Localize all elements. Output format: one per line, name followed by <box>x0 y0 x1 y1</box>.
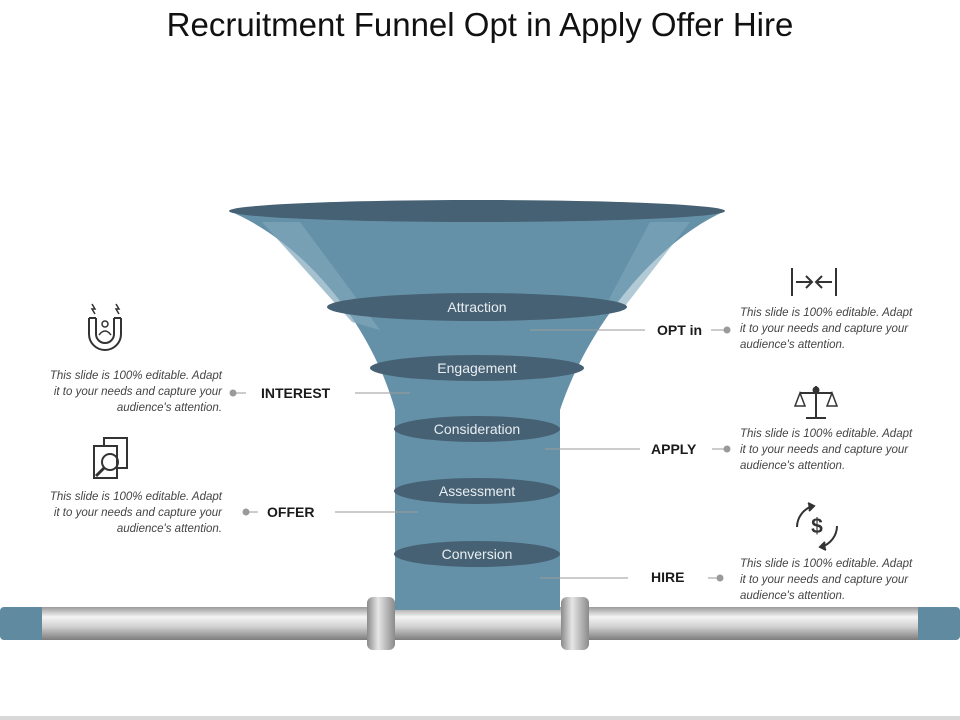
desc-interest-line-2: it to your needs and capture your <box>53 386 222 398</box>
funnel-highlight-right <box>600 222 690 316</box>
desc-interest-line-3: audience's attention. <box>116 402 222 414</box>
connectors <box>233 329 727 579</box>
funnel-stage-consideration: Consideration <box>394 416 560 442</box>
desc-opt-in: This slide is 100% editable. Adapt it to… <box>740 305 940 353</box>
tag-hire: HIRE <box>651 569 685 585</box>
desc-offer-line-1: This slide is 100% editable. Adapt <box>49 491 222 503</box>
dot-apply <box>723 445 731 453</box>
desc-apply-line-2: it to your needs and capture your <box>740 444 909 456</box>
funnel-stage-ellipse <box>394 541 560 567</box>
funnel-stage-label: Consideration <box>434 421 520 437</box>
desc-offer-line-2: it to your needs and capture your <box>53 507 222 519</box>
funnel-stage-ellipse <box>327 293 627 321</box>
desc-opt-in-line-3: audience's attention. <box>740 339 846 351</box>
funnel-stage-attraction: Attraction <box>327 293 627 321</box>
desc-hire-line-3: audience's attention. <box>740 590 846 602</box>
pipe-joint-right <box>561 597 589 650</box>
desc-apply: This slide is 100% editable. Adapt it to… <box>740 426 940 474</box>
desc-hire-line-2: it to your needs and capture your <box>740 574 909 586</box>
desc-interest: This slide is 100% editable. Adapt it to… <box>22 368 222 416</box>
desc-apply-line-1: This slide is 100% editable. Adapt <box>740 428 913 440</box>
footer-bar <box>0 716 960 720</box>
funnel-stage-ellipse <box>394 416 560 442</box>
balance-scale-icon <box>793 386 839 419</box>
funnel-stage-ellipse <box>370 355 584 381</box>
funnel-stages: AttractionEngagementConsiderationAssessm… <box>327 293 627 567</box>
funnel-stage-label: Assessment <box>439 483 515 499</box>
document-search-icon <box>93 437 128 479</box>
desc-apply-line-3: audience's attention. <box>740 460 846 472</box>
funnel-stage-label: Attraction <box>447 299 506 315</box>
pipe-joint-left <box>367 597 395 650</box>
pipe-body <box>42 607 918 640</box>
desc-hire-line-1: This slide is 100% editable. Adapt <box>740 558 913 570</box>
desc-interest-line-1: This slide is 100% editable. Adapt <box>49 370 222 382</box>
dot-hire <box>716 574 724 582</box>
dot-offer <box>242 508 250 516</box>
desc-hire: This slide is 100% editable. Adapt it to… <box>740 556 940 604</box>
tag-interest: INTEREST <box>261 385 331 401</box>
desc-offer-line-3: audience's attention. <box>116 523 222 535</box>
funnel-rim <box>229 200 725 222</box>
dollar-sign-glyph: $ <box>811 515 823 538</box>
dollar-cycle-icon: $ <box>796 502 838 551</box>
funnel-stage-assessment: Assessment <box>394 478 560 504</box>
pipe-joints <box>367 597 589 650</box>
tag-apply: APPLY <box>651 441 697 457</box>
tag-opt-in: OPT in <box>657 322 703 338</box>
connector-dots <box>229 326 731 582</box>
funnel-stage-engagement: Engagement <box>370 355 584 381</box>
funnel-stage-label: Conversion <box>442 546 513 562</box>
desc-opt-in-line-1: This slide is 100% editable. Adapt <box>740 307 913 319</box>
desc-opt-in-line-2: it to your needs and capture your <box>740 323 909 335</box>
magnet-person-icon <box>88 303 122 351</box>
desc-offer: This slide is 100% editable. Adapt it to… <box>22 489 222 537</box>
funnel-stage-label: Engagement <box>437 360 517 376</box>
funnel-stage-conversion: Conversion <box>394 541 560 567</box>
funnel-stage-ellipse <box>394 478 560 504</box>
page-title: Recruitment Funnel Opt in Apply Offer Hi… <box>166 6 794 43</box>
arrows-converge-icon <box>791 268 837 296</box>
dot-opt-in <box>723 326 731 334</box>
pipe <box>0 607 960 640</box>
tag-offer: OFFER <box>267 504 315 520</box>
dot-interest <box>229 389 237 397</box>
